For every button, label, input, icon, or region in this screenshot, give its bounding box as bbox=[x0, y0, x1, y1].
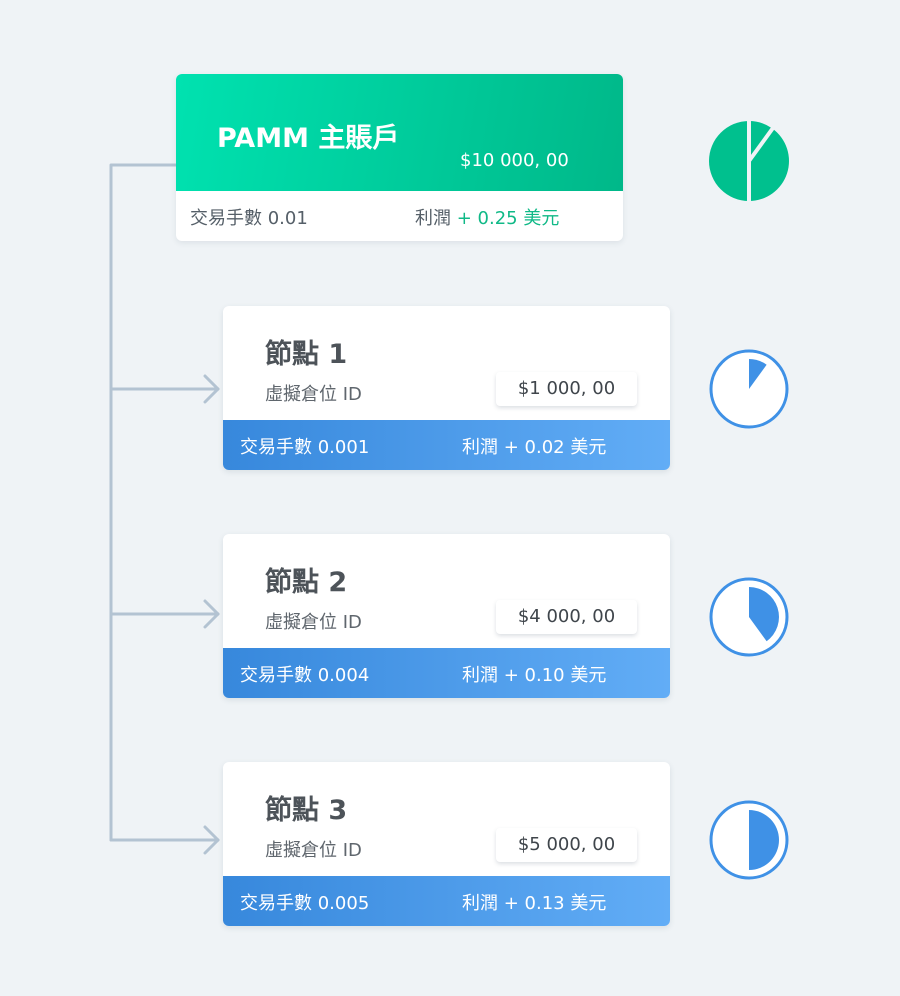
node-2-share-wedge bbox=[749, 587, 779, 642]
trunk-line bbox=[109, 163, 178, 842]
node-2-share-pie-icon bbox=[709, 577, 789, 657]
node-amount: $1 000, 00 bbox=[496, 372, 637, 406]
node-card-1: 節點 1 虛擬倉位 ID $1 000, 00 交易手數 0.001 利潤 + … bbox=[223, 306, 670, 470]
master-pie-slice-node-2 bbox=[749, 128, 789, 201]
node-profit-value: + 0.02 美元 bbox=[503, 437, 607, 458]
master-account-title: PAMM 主賬戶 bbox=[217, 123, 400, 154]
node-title: 節點 2 bbox=[265, 567, 348, 598]
master-pie-slice-node-3 bbox=[709, 121, 749, 201]
node-profit-label: 利潤 bbox=[462, 665, 498, 686]
node-3-share-wedge bbox=[749, 810, 779, 870]
node-1-share-pie-icon bbox=[709, 349, 789, 429]
node-subtitle: 虛擬倉位 ID bbox=[265, 384, 362, 405]
node-card-3: 節點 3 虛擬倉位 ID $5 000, 00 交易手數 0.005 利潤 + … bbox=[223, 762, 670, 926]
node-lots: 交易手數 0.001 bbox=[240, 433, 369, 459]
master-lots: 交易手數 0.01 bbox=[190, 204, 308, 230]
node-profit: 利潤 + 0.02 美元 bbox=[462, 433, 606, 459]
node-profit-label: 利潤 bbox=[462, 893, 498, 914]
master-profit: 利潤 + 0.25 美元 bbox=[415, 204, 559, 230]
node-lots-label: 交易手數 bbox=[240, 665, 312, 686]
master-account-header: PAMM 主賬戶 $10 000, 00 bbox=[176, 74, 623, 191]
node-title: 節點 1 bbox=[265, 339, 348, 370]
master-pie-slices bbox=[709, 121, 789, 201]
master-lots-label: 交易手數 bbox=[190, 208, 262, 229]
master-account-amount: $10 000, 00 bbox=[460, 150, 569, 171]
node-lots-value: 0.001 bbox=[317, 437, 370, 458]
master-pie-icon bbox=[709, 119, 789, 203]
node-lots-label: 交易手數 bbox=[240, 437, 312, 458]
arrow-head-1 bbox=[203, 374, 220, 404]
master-profit-value: + 0.25 美元 bbox=[456, 208, 560, 229]
master-account-card: PAMM 主賬戶 $10 000, 00 交易手數 0.01 利潤 + 0.25… bbox=[176, 74, 623, 241]
node-profit-value: + 0.10 美元 bbox=[503, 665, 607, 686]
node-profit-label: 利潤 bbox=[462, 437, 498, 458]
node-subtitle: 虛擬倉位 ID bbox=[265, 840, 362, 861]
node-1-share-wedge bbox=[749, 359, 767, 389]
node-amount: $4 000, 00 bbox=[496, 600, 637, 634]
arrow-head-3 bbox=[203, 825, 220, 855]
master-account-footer: 交易手數 0.01 利潤 + 0.25 美元 bbox=[176, 191, 623, 241]
node-profit: 利潤 + 0.10 美元 bbox=[462, 661, 606, 687]
node-profit: 利潤 + 0.13 美元 bbox=[462, 889, 606, 915]
node-3-share-pie-icon bbox=[709, 800, 789, 880]
master-profit-label: 利潤 bbox=[415, 208, 451, 229]
node-amount: $5 000, 00 bbox=[496, 828, 637, 862]
node-footer: 交易手數 0.005 利潤 + 0.13 美元 bbox=[223, 876, 670, 926]
arrow-head-2 bbox=[203, 599, 220, 629]
node-lots: 交易手數 0.005 bbox=[240, 889, 369, 915]
node-subtitle: 虛擬倉位 ID bbox=[265, 612, 362, 633]
node-lots: 交易手數 0.004 bbox=[240, 661, 369, 687]
master-lots-value: 0.01 bbox=[267, 208, 308, 229]
node-footer: 交易手數 0.004 利潤 + 0.10 美元 bbox=[223, 648, 670, 698]
node-footer: 交易手數 0.001 利潤 + 0.02 美元 bbox=[223, 420, 670, 470]
node-lots-value: 0.005 bbox=[317, 893, 370, 914]
node-profit-value: + 0.13 美元 bbox=[503, 893, 607, 914]
node-title: 節點 3 bbox=[265, 795, 348, 826]
node-card-2: 節點 2 虛擬倉位 ID $4 000, 00 交易手數 0.004 利潤 + … bbox=[223, 534, 670, 698]
node-lots-value: 0.004 bbox=[317, 665, 370, 686]
master-pie-separators bbox=[747, 119, 776, 203]
node-lots-label: 交易手數 bbox=[240, 893, 312, 914]
